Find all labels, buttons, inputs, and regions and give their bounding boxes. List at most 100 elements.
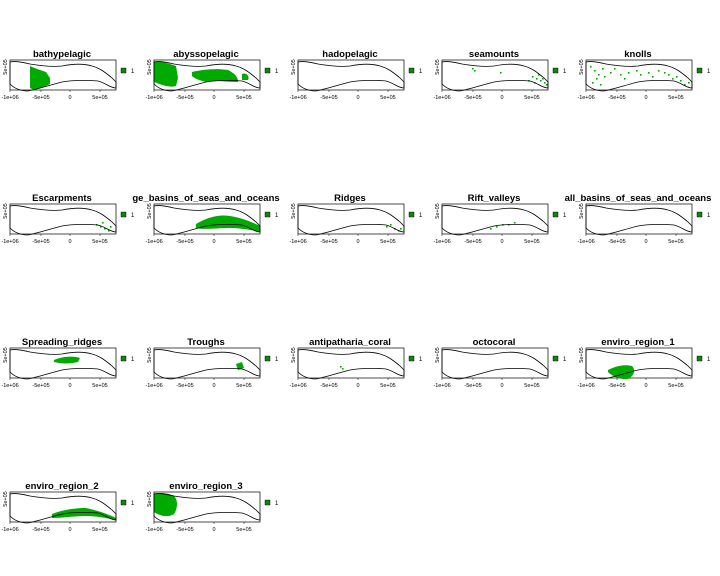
map-plot: all_basins_of_seas_and_oceans-1e+06-5e+0… [565,193,712,245]
x-tick-label: -1e+06 [145,527,162,533]
panel-title: ge_basins_of_seas_and_oceans [132,193,279,204]
habitat-cell [102,222,104,224]
panel-title: enviro_region_2 [25,481,98,492]
habitat-cell [628,72,630,74]
panel-title: Ridges [334,193,366,204]
x-tick-label: -5e+05 [320,383,337,389]
legend-swatch [264,499,271,506]
x-tick-label: 5e+05 [380,239,395,245]
legend-label: 1 [275,501,279,507]
x-tick-label: -1e+06 [577,239,594,245]
region-outline [9,493,117,524]
plot-frame [297,347,405,379]
region-outline [585,349,693,380]
habitat-cell [680,80,682,82]
legend-swatch [120,355,127,362]
x-tick-label: 0 [68,239,71,245]
panel-title: enviro_region_1 [601,337,675,348]
habitat-cell [110,226,112,228]
x-tick-label: 0 [500,239,503,245]
x-tick-label: 5e+05 [92,383,107,389]
x-tick-label: -1e+06 [577,383,594,389]
x-tick-label: -1e+06 [433,95,450,101]
legend-swatch [408,211,415,218]
x-tick-label: -5e+05 [320,239,337,245]
x-tick-label: -1e+06 [145,95,162,101]
habitat-fill [242,73,249,80]
legend-label: 1 [707,69,711,75]
habitat-fill [30,66,50,90]
region-outline [9,205,117,236]
plot-frame [9,491,117,523]
habitat-fill [154,492,177,517]
x-tick-label: 5e+05 [236,527,251,533]
plot-frame [441,347,549,379]
habitat-cell [340,366,342,368]
x-tick-label: 0 [356,383,359,389]
panel-title: Troughs [187,337,224,348]
panel-title: seamounts [469,49,519,60]
habitat-cell [108,230,110,232]
habitat-cell [636,70,638,72]
x-tick-label: 5e+05 [524,95,539,101]
y-tick-label: 5e+05 [147,347,153,362]
habitat-fill [54,356,80,364]
x-tick-label: -5e+05 [320,95,337,101]
habitat-cell [514,222,516,224]
region-outline [9,349,117,380]
plot-frame [9,59,117,91]
x-tick-label: 5e+05 [524,383,539,389]
habitat-cell [386,226,388,228]
panel-title: Escarpments [32,193,92,204]
region-outline [297,205,405,236]
habitat-cell [342,368,344,370]
habitat-cell [668,74,670,76]
habitat-cell [544,82,546,84]
legend-swatch [552,355,559,362]
habitat-cell [546,84,548,86]
legend-swatch [120,211,127,218]
region-outline [441,61,549,92]
x-tick-label: 0 [212,527,215,533]
habitat-cell [538,74,540,76]
plot-frame [585,203,693,235]
habitat-cell [596,78,598,80]
habitat-cell [604,76,606,78]
habitat-cell [598,74,600,76]
habitat-cell [474,70,476,72]
legend-label: 1 [419,357,423,363]
habitat-cell [602,68,604,70]
habitat-fill [608,365,635,380]
region-outline [297,349,405,380]
x-tick-label: -1e+06 [1,239,18,245]
plot-frame [585,347,693,379]
x-tick-label: -1e+06 [289,95,306,101]
legend-swatch [408,67,415,74]
x-tick-label: 0 [500,383,503,389]
x-tick-label: 0 [356,95,359,101]
panel-title: abyssopelagic [173,49,238,60]
y-tick-label: 5e+05 [291,59,297,74]
habitat-cell [672,78,674,80]
x-tick-label: 5e+05 [668,239,683,245]
x-tick-label: -1e+06 [1,527,18,533]
y-tick-label: 5e+05 [579,59,585,74]
x-tick-label: 5e+05 [380,95,395,101]
y-tick-label: 5e+05 [147,491,153,506]
panel-title: bathypelagic [33,49,91,60]
legend-label: 1 [131,213,135,219]
y-tick-label: 5e+05 [435,347,441,362]
habitat-cell [640,74,642,76]
plot-frame [297,203,405,235]
y-tick-label: 5e+05 [3,491,9,506]
habitat-cell [688,82,690,84]
